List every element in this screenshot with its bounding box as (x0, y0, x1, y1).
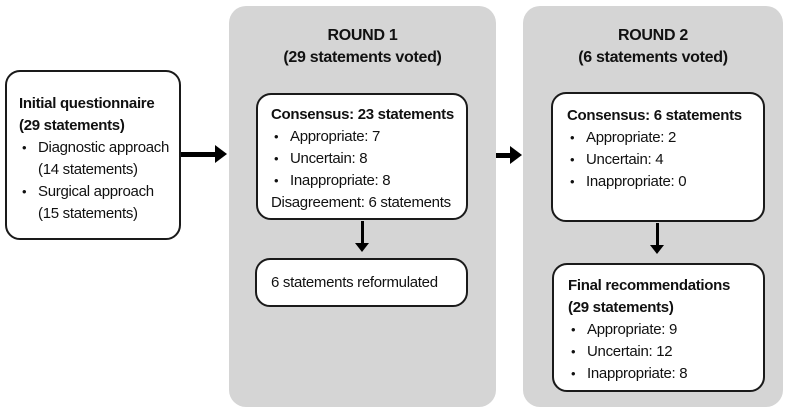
list-item: • Uncertain: 4 (567, 149, 755, 171)
bullet-icon: • (274, 129, 279, 144)
round1-reformulated-box: 6 statements reformulated (255, 258, 468, 307)
bullet-icon: • (274, 173, 279, 188)
arrow-consensus-to-reformulated-icon (355, 221, 369, 252)
round1-title: ROUND 1 (327, 27, 398, 44)
list-item: • Inappropriate: 8 (568, 363, 755, 385)
bullet-line: Appropriate: 7 (290, 128, 381, 145)
final-box-title-line1: Final recommendations (568, 277, 731, 294)
round1-header: ROUND 1 (29 statements voted) (229, 6, 496, 69)
round2-consensus-box: Consensus: 6 statements • Appropriate: 2… (551, 92, 765, 222)
bullet-line: (15 statements) (38, 205, 138, 222)
round1-consensus-title: Consensus: 23 statements (271, 106, 454, 123)
bullet-line: Surgical approach (38, 183, 154, 200)
bullet-icon: • (570, 174, 575, 189)
round1-disagreement-line: Disagreement: 6 statements (271, 194, 451, 211)
list-item: • Surgical approach (15 statements) (19, 181, 171, 225)
round2-header: ROUND 2 (6 statements voted) (523, 6, 783, 69)
round2-consensus-title: Consensus: 6 statements (567, 107, 742, 124)
bullet-line: Appropriate: 9 (587, 321, 678, 338)
final-box-title-line2: (29 statements) (568, 299, 674, 316)
round2-title: ROUND 2 (618, 27, 688, 44)
initial-box-title-line1: Initial questionnaire (19, 95, 155, 112)
list-item: • Appropriate: 2 (567, 127, 755, 149)
list-item: • Diagnostic approach (14 statements) (19, 137, 171, 181)
bullet-line: Uncertain: 4 (586, 151, 664, 168)
bullet-icon: • (571, 344, 576, 359)
list-item: • Uncertain: 8 (271, 148, 458, 170)
bullet-line: Diagnostic approach (38, 139, 170, 156)
bullet-line: (14 statements) (38, 161, 138, 178)
bullet-icon: • (571, 366, 576, 381)
bullet-icon: • (570, 130, 575, 145)
round1-consensus-box: Consensus: 23 statements • Appropriate: … (256, 93, 468, 220)
bullet-icon: • (274, 151, 279, 166)
bullet-icon: • (22, 184, 27, 199)
bullet-line: Uncertain: 12 (587, 343, 673, 360)
reformulated-label: 6 statements reformulated (271, 273, 438, 291)
list-item: • Inappropriate: 8 (271, 170, 458, 192)
arrow-consensus-to-final-icon (650, 223, 664, 254)
round2-final-recommendations-box: Final recommendations (29 statements) • … (552, 263, 765, 392)
list-item: • Uncertain: 12 (568, 341, 755, 363)
arrow-round1-to-round2-icon (496, 146, 522, 164)
bullet-line: Uncertain: 8 (290, 150, 368, 167)
initial-box-title-line2: (29 statements) (19, 117, 125, 134)
bullet-line: Inappropriate: 8 (290, 172, 391, 189)
list-item: • Appropriate: 7 (271, 126, 458, 148)
bullet-icon: • (571, 322, 576, 337)
bullet-icon: • (570, 152, 575, 167)
bullet-line: Inappropriate: 8 (587, 365, 688, 382)
bullet-icon: • (22, 140, 27, 155)
bullet-line: Inappropriate: 0 (586, 173, 687, 190)
arrow-initial-to-round1-icon (181, 145, 227, 163)
round2-subtitle: (6 statements voted) (578, 49, 728, 66)
list-item: • Inappropriate: 0 (567, 171, 755, 193)
list-item: • Appropriate: 9 (568, 319, 755, 341)
round1-subtitle: (29 statements voted) (283, 49, 442, 66)
initial-questionnaire-box: Initial questionnaire (29 statements) • … (5, 70, 181, 240)
bullet-line: Appropriate: 2 (586, 129, 677, 146)
